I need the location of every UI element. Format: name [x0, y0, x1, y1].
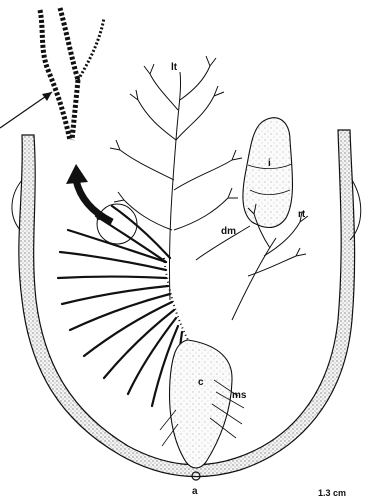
label-ms: ms [232, 390, 247, 401]
cloaca [170, 340, 232, 468]
label-c: c [198, 377, 204, 388]
scale-label: 1.3 cm [318, 488, 346, 498]
label-rt: rt [298, 209, 306, 220]
label-lt: lt [171, 62, 178, 73]
tentacle-detail-inset [40, 8, 104, 140]
magnify-arrow [66, 164, 112, 222]
label-dm: dm [221, 226, 236, 237]
cuvierian-tubules [58, 206, 182, 414]
label-ct: ct [96, 212, 106, 223]
label-a: a [192, 486, 198, 497]
pointer-arrow [0, 92, 52, 128]
label-i: i [268, 158, 271, 169]
